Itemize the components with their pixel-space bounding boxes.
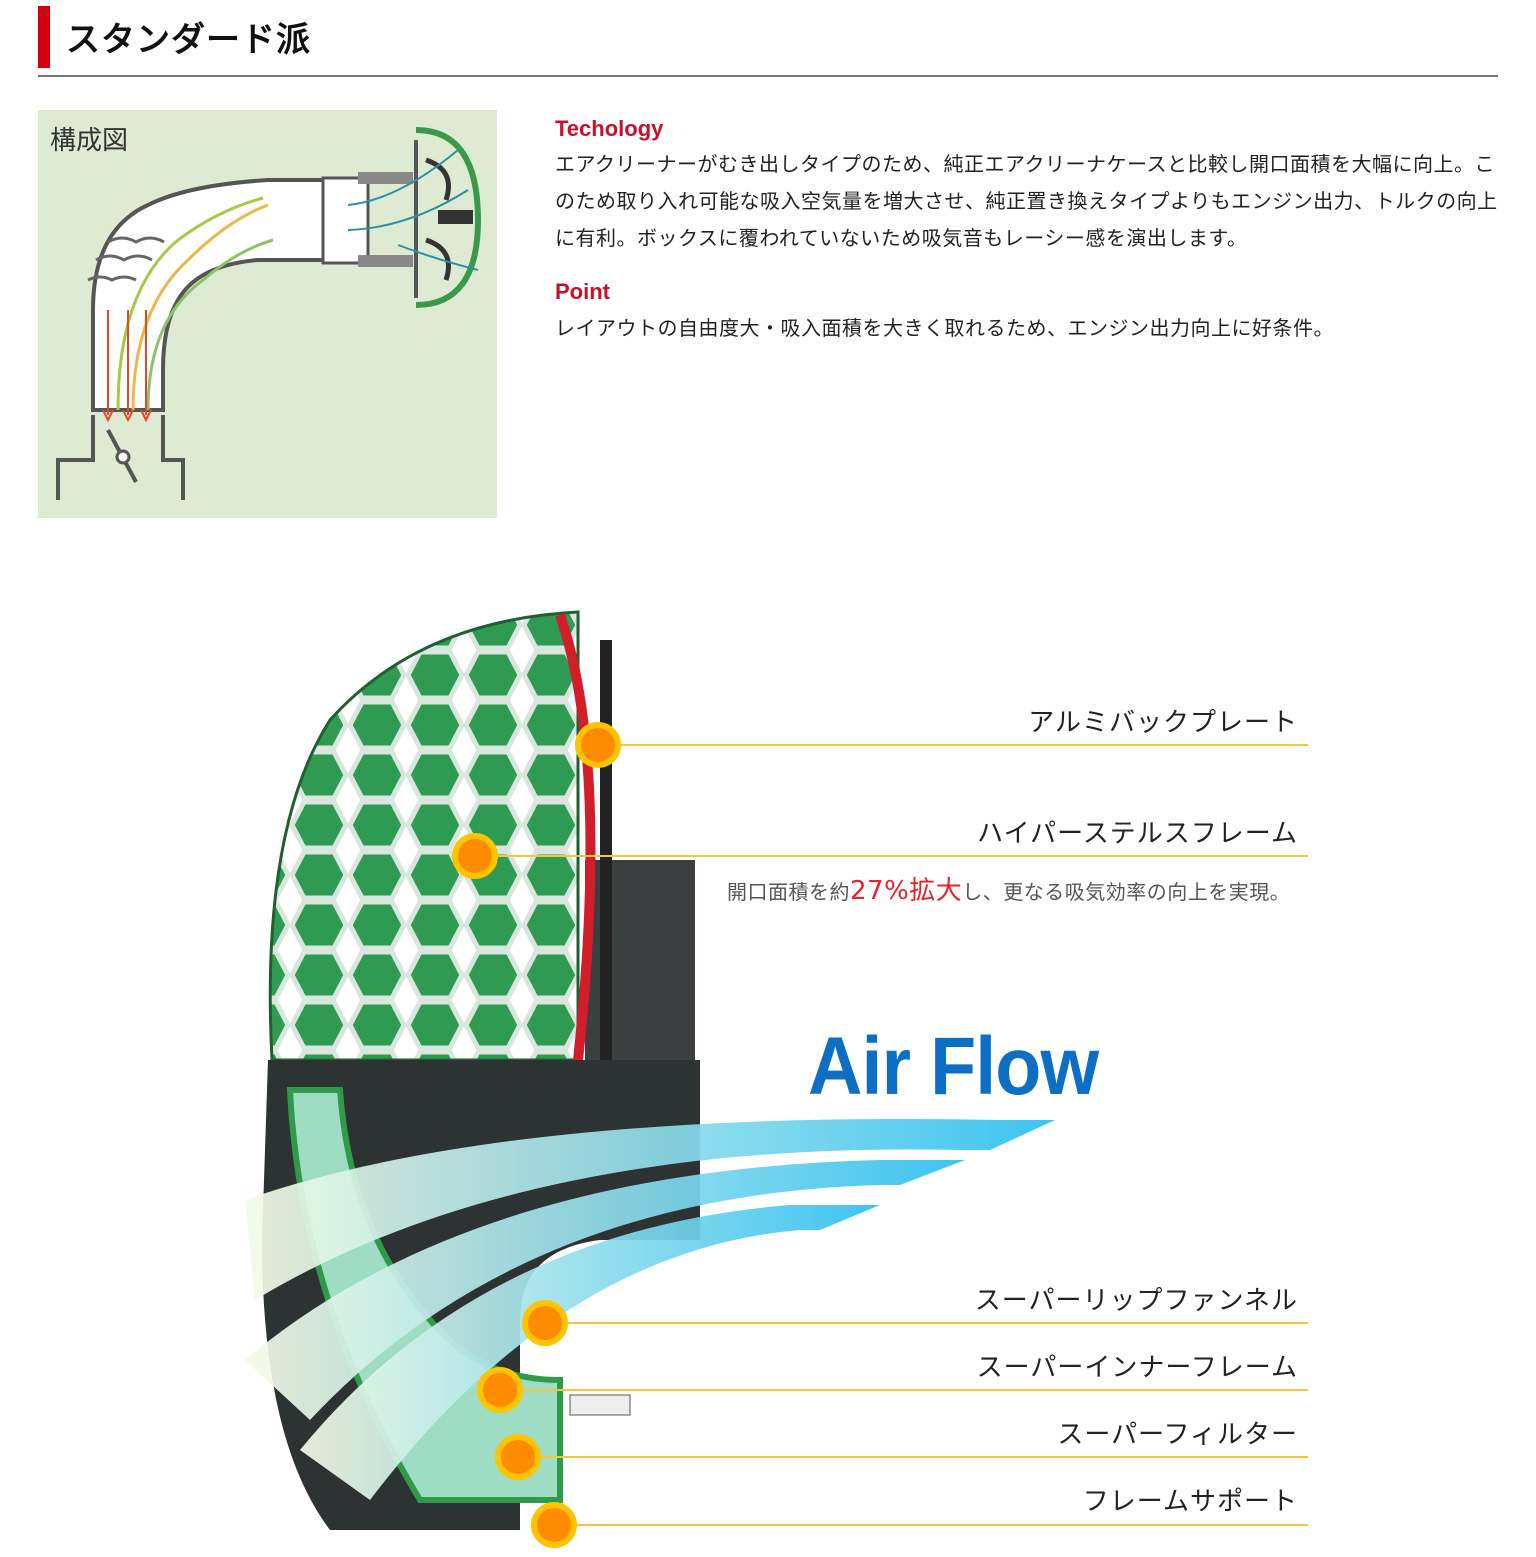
air-filter-cutaway-illustration [245,610,1308,1548]
callout-dot [522,1300,568,1346]
note-highlight: 27%拡大 [850,876,963,906]
point-body: レイアウトの自由度大・吸入面積を大きく取れるため、エンジン出力向上に好条件。 [555,316,1334,340]
callout-frame-support: フレームサポート [1082,1487,1298,1517]
intake-pipe-diagram [56,127,482,500]
note-pre: 開口面積を約 [727,880,850,904]
callout-hyper-stealth-frame: ハイパーステルスフレーム [977,819,1298,849]
callout-aluminum-back-plate: アルミバックプレート [1028,708,1298,738]
technology-body: エアクリーナーがむき出しタイプのため、純正エアクリーナケースと比較し開口面積を大… [555,152,1498,250]
section-accent-bar [38,6,50,68]
callout-super-lip-funnel: スーパーリップファンネル [974,1286,1298,1316]
callout-dot [452,833,498,879]
callout-dot [531,1502,577,1548]
structure-diagram: 構成図 [38,110,497,518]
section-title: スタンダード派 [66,20,311,60]
note-post: し、更なる吸気効率の向上を実現。 [962,880,1291,904]
diagram-label: 構成図 [50,126,129,156]
callout-dot [495,1434,541,1480]
point-heading: Point [555,279,610,304]
callout-super-inner-frame: スーパーインナーフレーム [976,1353,1298,1383]
airflow-label: Air Flow [808,1021,1099,1112]
technology-heading: Techology [555,116,664,141]
callout-dot [477,1367,523,1413]
callout-super-filter: スーパーフィルター [1057,1420,1298,1450]
section-divider [38,75,1498,77]
callout-dot [575,722,621,768]
callout-frame-note: 開口面積を約27%拡大し、更なる吸気効率の向上を実現。 [727,870,1290,907]
